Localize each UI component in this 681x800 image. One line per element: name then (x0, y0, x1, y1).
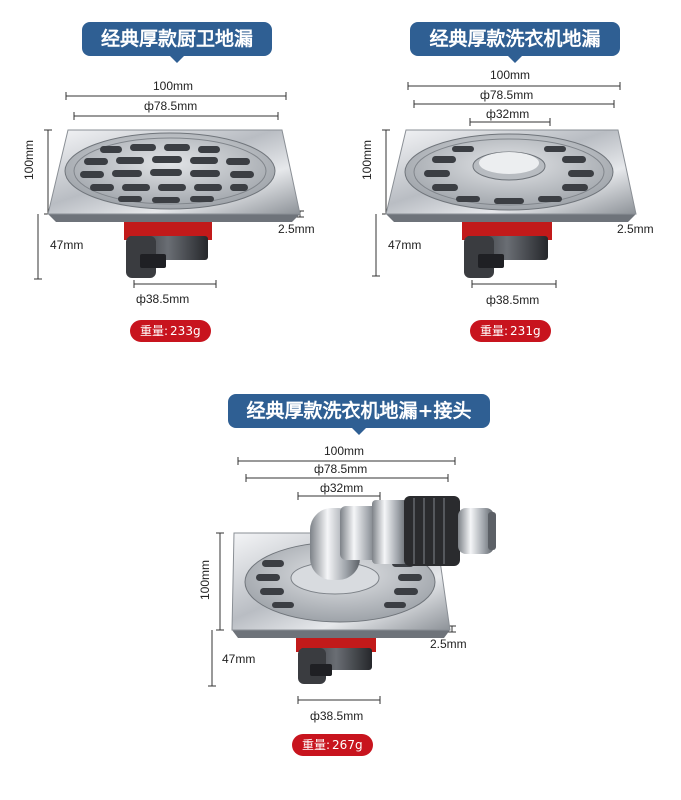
product-1-body-height-label: 47mm (50, 238, 84, 252)
product-3-thickness-label: 2.5mm (430, 637, 467, 651)
weight-value: 231g (510, 324, 541, 338)
product-1-width-label: 100mm (153, 79, 194, 93)
weight-value: 267g (332, 738, 363, 752)
product-3-height-label: 100mm (198, 559, 212, 600)
product-3-width-label: 100mm (324, 444, 365, 458)
product-2-thickness-label: 2.5mm (617, 222, 654, 236)
product-2-width-label: 100mm (490, 68, 531, 82)
product-1-grate-diameter-label: ф78.5mm (144, 99, 198, 113)
product-1-weight-badge: 重量:233g (130, 320, 211, 342)
product-3-title: 经典厚款洗衣机地漏+接头 (228, 394, 490, 435)
product-3-grate-diameter-label: ф78.5mm (314, 462, 368, 476)
product-2-dimensions (372, 82, 621, 288)
product-2-title: 经典厚款洗衣机地漏 (410, 22, 620, 63)
weight-key: 重量: (480, 324, 509, 338)
product-2-body-height-label: 47mm (388, 238, 422, 252)
product-3-outlet-diameter-label: ф38.5mm (310, 709, 364, 723)
product-3-body-height-label: 47mm (222, 652, 256, 666)
product-2-height-label: 100mm (360, 139, 374, 180)
product-2-grate-diameter-label: ф78.5mm (480, 88, 534, 102)
product-2-outlet-diameter-label: ф38.5mm (486, 293, 540, 307)
product-1-height-label: 100mm (22, 139, 36, 180)
product-1-thickness-label: 2.5mm (278, 222, 315, 236)
weight-key: 重量: (302, 738, 331, 752)
weight-key: 重量: (140, 324, 169, 338)
product-1-outlet-diameter-label: ф38.5mm (136, 292, 190, 306)
product-3-dimensions (208, 457, 456, 704)
product-3-drain-image (231, 496, 496, 684)
product-1-drain-image (47, 129, 301, 278)
product-2-drain-image (385, 129, 637, 278)
product-2-center-diameter-label: ф32mm (486, 107, 530, 121)
weight-value: 233g (170, 324, 201, 338)
product-3-center-diameter-label: ф32mm (320, 481, 364, 495)
product-2-weight-badge: 重量:231g (470, 320, 551, 342)
product-1-title: 经典厚款厨卫地漏 (82, 22, 272, 63)
product-3-weight-badge: 重量:267g (292, 734, 373, 756)
